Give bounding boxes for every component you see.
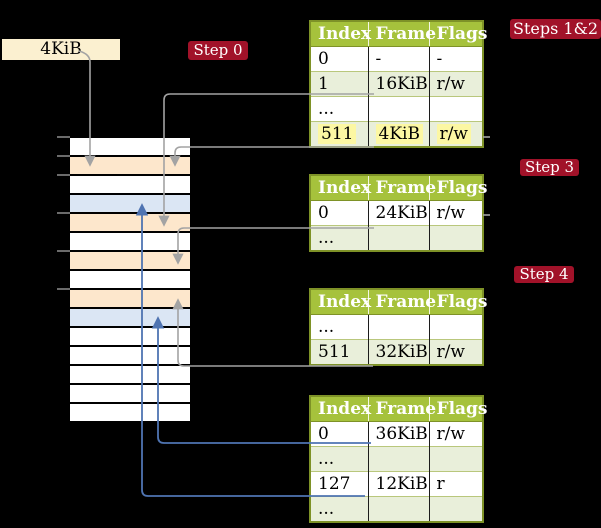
badge-steps-1-2: Steps 1&2 (510, 19, 601, 39)
page-table-final-level: Index Frame Flags 0 36KiB r/w ... 127 12… (309, 395, 488, 523)
cell-flags: r (429, 471, 483, 497)
memory-row-free (70, 271, 190, 288)
table-row: 0 - - (310, 46, 483, 72)
cell-index: ... (310, 96, 369, 122)
cell-frame (368, 96, 430, 122)
highlighted-value: r/w (436, 124, 471, 144)
cell-frame: 24KiB (368, 200, 430, 226)
cell-frame: - (368, 46, 430, 72)
memory-row-free (70, 176, 190, 193)
memory-row-free (70, 138, 190, 155)
frame-size-box: 4KiB (2, 39, 120, 60)
table-header-row: Index Frame Flags (310, 396, 488, 422)
table-row: 1 16KiB r/w (310, 71, 483, 97)
cell-flags (429, 446, 483, 472)
memory-column (70, 138, 190, 422)
cell-flags (429, 225, 483, 251)
col-header-frame: Frame (368, 175, 436, 201)
cell-flags: r/w (429, 421, 483, 447)
memory-row-page-table (70, 214, 190, 231)
memory-row-free (70, 233, 190, 250)
cell-frame (368, 314, 430, 340)
memory-row-page-table (70, 290, 190, 307)
frame-size-label: 4KiB (40, 39, 82, 59)
table-row: 0 36KiB r/w (310, 421, 483, 447)
cell-frame: 4KiB (368, 121, 430, 147)
table-row: 511 32KiB r/w (310, 339, 483, 365)
col-header-flags: Flags (429, 396, 488, 422)
cell-index: 0 (310, 200, 369, 226)
col-header-flags: Flags (429, 289, 488, 315)
memory-row-page-table (70, 252, 190, 269)
memory-row-data-page (70, 195, 190, 212)
memory-row-free (70, 366, 190, 383)
cell-index: ... (310, 446, 369, 472)
frame-boundary-ticks (57, 136, 70, 290)
table-row: ... (310, 225, 483, 251)
badge-step-4: Step 4 (514, 266, 574, 283)
col-header-frame: Frame (368, 396, 436, 422)
page-table-steps-1-2: Index Frame Flags 0 - - 1 16KiB r/w ... … (309, 20, 488, 148)
memory-row-free (70, 385, 190, 402)
cell-flags: r/w (429, 71, 483, 97)
col-header-index: Index (310, 21, 371, 47)
table-row: 0 24KiB r/w (310, 200, 483, 226)
table-header-row: Index Frame Flags (310, 21, 488, 47)
cell-frame: 12KiB (368, 471, 430, 497)
page-table-step-4: Index Frame Flags ... 511 32KiB r/w (309, 288, 488, 366)
highlighted-value: 4KiB (375, 124, 423, 144)
cell-index: 127 (310, 471, 369, 497)
col-header-frame: Frame (368, 21, 436, 47)
cell-index: ... (310, 225, 369, 251)
col-header-flags: Flags (429, 21, 488, 47)
memory-row-free (70, 347, 190, 364)
table-row: ... (310, 446, 483, 472)
table-row: ... (310, 96, 483, 122)
table-row: 127 12KiB r (310, 471, 483, 497)
cell-frame (368, 446, 430, 472)
highlighted-value: 511 (318, 124, 357, 144)
cell-flags (429, 96, 483, 122)
badge-step-0: Step 0 (188, 41, 248, 60)
table-row: ... (310, 496, 483, 522)
cell-flags (429, 314, 483, 340)
cell-index: ... (310, 314, 369, 340)
cell-flags: r/w (429, 121, 483, 147)
memory-row-data-page (70, 309, 190, 326)
cell-frame: 36KiB (368, 421, 430, 447)
table-header-row: Index Frame Flags (310, 289, 488, 315)
col-header-flags: Flags (429, 175, 488, 201)
cell-flags: r/w (429, 200, 483, 226)
cell-index: 1 (310, 71, 369, 97)
arrow-t1-row-511-to-4kib-frame (169, 146, 374, 167)
cell-frame: 16KiB (368, 71, 430, 97)
cell-frame (368, 496, 430, 522)
col-header-index: Index (310, 289, 371, 315)
col-header-index: Index (310, 396, 371, 422)
table-header-row: Index Frame Flags (310, 175, 488, 201)
memory-row-free (70, 328, 190, 345)
cell-frame (368, 225, 430, 251)
cell-flags: r/w (429, 339, 483, 365)
cell-index: 0 (310, 421, 369, 447)
table-row-highlighted: 511 4KiB r/w (310, 121, 483, 147)
memory-row-page-table (70, 157, 190, 174)
page-table-step-3: Index Frame Flags 0 24KiB r/w ... (309, 174, 488, 252)
cell-frame: 32KiB (368, 339, 430, 365)
cell-index: 511 (310, 339, 369, 365)
col-header-index: Index (310, 175, 371, 201)
cell-index: 0 (310, 46, 369, 72)
badge-step-3: Step 3 (520, 159, 579, 176)
table-row: ... (310, 314, 483, 340)
memory-row-free (70, 404, 190, 421)
cell-flags (429, 496, 483, 522)
cell-index: 511 (310, 121, 369, 147)
cell-flags: - (429, 46, 483, 72)
cell-index: ... (310, 496, 369, 522)
col-header-frame: Frame (368, 289, 436, 315)
